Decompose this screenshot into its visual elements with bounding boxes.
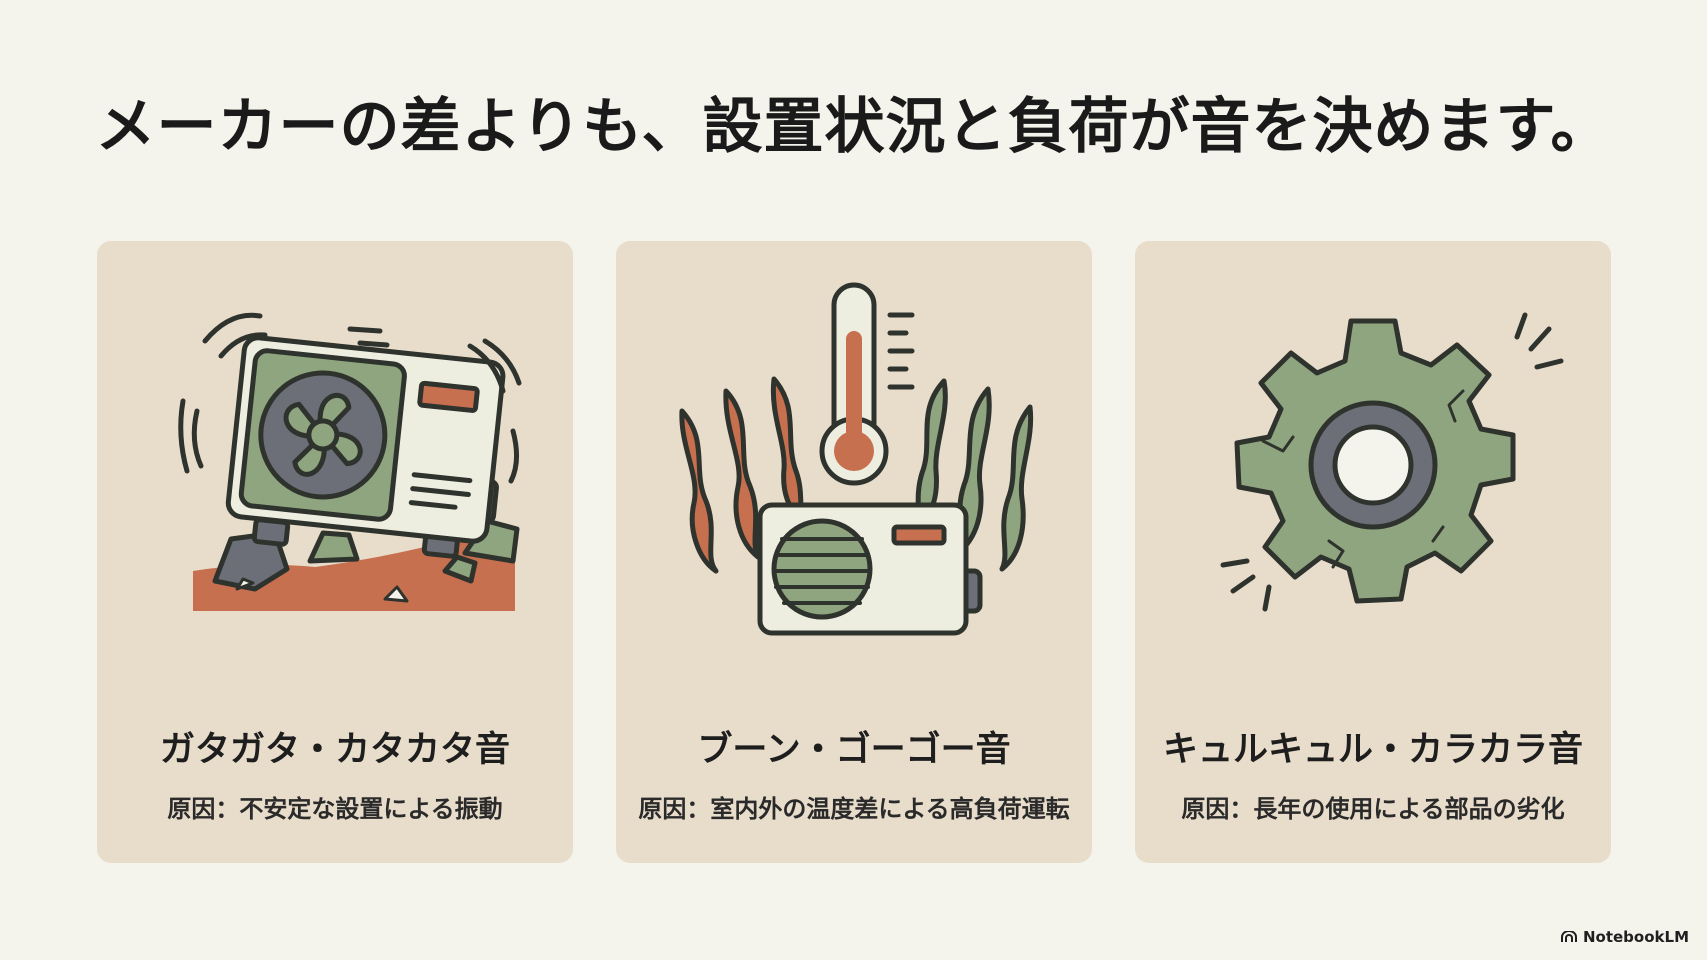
unstable-outdoor-unit-icon bbox=[178, 312, 522, 611]
card-cause: 原因：不安定な設置による振動 bbox=[167, 795, 503, 823]
brand-logo: NotebookLM bbox=[1560, 928, 1689, 946]
card-heading: キュルキュル・カラカラ音 bbox=[1162, 730, 1583, 770]
card-heading: ガタガタ・カタカタ音 bbox=[159, 730, 510, 770]
slide-title: メーカーの差よりも、設置状況と負荷が音を決めます。 bbox=[95, 92, 1612, 162]
card-cause: 原因：室内外の温度差による高負荷運転 bbox=[638, 795, 1070, 823]
worn-gear-icon bbox=[1220, 312, 1564, 612]
card-wear: キュルキュル・カラカラ音 原因：長年の使用による部品の劣化 bbox=[1135, 241, 1611, 863]
card-vibration: ガタガタ・カタカタ音 原因：不安定な設置による振動 bbox=[97, 241, 573, 863]
notebooklm-logo-icon bbox=[1560, 931, 1577, 942]
card-cause: 原因：長年の使用による部品の劣化 bbox=[1181, 795, 1565, 823]
card-heading: ブーン・ゴーゴー音 bbox=[697, 730, 1011, 770]
thermometer-heat-unit-icon bbox=[679, 282, 1034, 636]
brand-label: NotebookLM bbox=[1582, 928, 1689, 946]
card-load: ブーン・ゴーゴー音 原因：室内外の温度差による高負荷運転 bbox=[616, 241, 1092, 863]
